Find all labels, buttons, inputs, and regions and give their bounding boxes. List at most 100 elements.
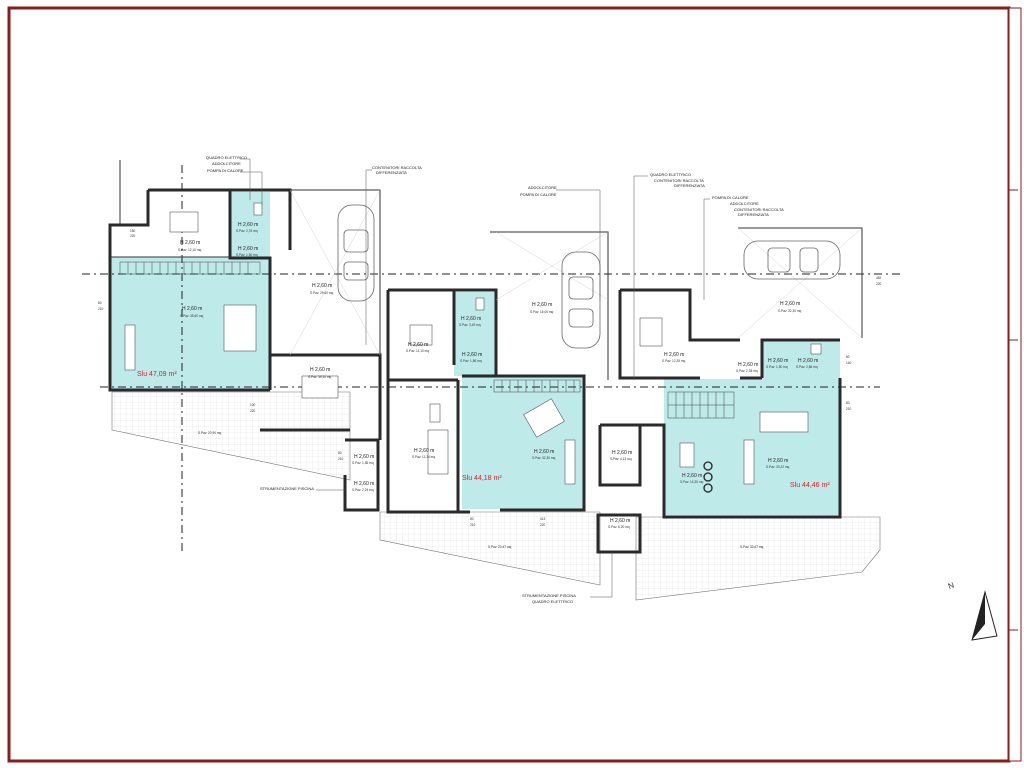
dim: 413: [540, 517, 546, 521]
dim: 180: [130, 229, 136, 233]
note-quadro-elettrico-2: QUADRO ELETTRICO: [650, 172, 691, 177]
exterior-paving-left: [111, 391, 351, 481]
note-contenitori-4: DIFFERENZIATA: [674, 183, 705, 188]
dim: 220: [876, 282, 882, 286]
note-contenitori-2: DIFFERENZIATA: [376, 170, 407, 175]
room-height: H 2,60 m: [312, 283, 332, 289]
room-area: S.Pav. 32,30 mq: [532, 456, 556, 460]
exterior-area-left: S.Pav. 20,90 mq: [198, 431, 222, 435]
walls-unit2: [386, 231, 642, 554]
room-height: H 2,60 m: [354, 481, 374, 487]
dim: 210: [470, 523, 476, 527]
exterior-area-middle: S.Pav. 23,47 mq: [488, 545, 512, 549]
room-height: H 2,60 m: [798, 358, 818, 364]
room-area: S.Pav. 2,86 mq: [796, 365, 818, 369]
furniture: [124, 202, 822, 493]
note-pompa-di-calore-3: POMPA DI CALORE: [712, 195, 749, 200]
table-icon: [427, 429, 449, 475]
room-height: H 2,60 m: [612, 450, 632, 456]
room-height: H 2,60 m: [534, 449, 554, 455]
note-pompa-di-calore: POMPA DI CALORE: [207, 168, 244, 173]
room-height: H 2,60 m: [738, 362, 758, 368]
dim: 80: [338, 451, 342, 455]
room-area: S.Pav. 32,30 mq: [778, 309, 802, 313]
room-area: S.Pav. 29,60 mq: [310, 291, 334, 295]
garage-areas: [289, 189, 863, 356]
room-height: H 2,60 m: [610, 518, 630, 524]
table-icon: [759, 411, 809, 433]
exterior-area-right: S.Pav. 33,67 mq: [740, 545, 764, 549]
dim: 220: [540, 523, 546, 527]
slu-unit1: Slu 47,09 m²: [137, 371, 177, 378]
table-icon: [301, 375, 339, 399]
note-contenitori-3: CONTENITORI RACCOLTA: [654, 178, 704, 183]
dim: 210: [98, 307, 104, 311]
dim: 80: [846, 401, 850, 405]
walls-unit1: [108, 160, 382, 512]
wc-icon: [810, 343, 822, 355]
room-area: S.Pav. 1,85 mq: [352, 461, 374, 465]
room-area: S.Pav. 39,10 mq: [308, 375, 332, 379]
table-icon: [409, 324, 433, 346]
room-height: H 2,60 m: [768, 458, 788, 464]
room-height: H 2,60 m: [462, 352, 482, 358]
room-area: S.Pav. 11,34 mq: [412, 455, 435, 459]
highlight-unit2-living: [462, 376, 584, 509]
room-area: S.Pav. 12,35 mq: [662, 359, 686, 363]
room-area: S.Pav. 3,49 mq: [459, 323, 481, 327]
note-strumentazione-piscina-2: STRUMENTAZIONE PISCINA: [522, 593, 576, 598]
room-height: H 2,60 m: [238, 246, 258, 252]
highlight-unit2-bath: [454, 292, 496, 376]
sofa-icon: [124, 324, 136, 371]
cooktop-icon: [703, 461, 713, 493]
highlight-unit1-bath: [230, 192, 270, 258]
cooktop-icon: [679, 442, 695, 468]
car-icon: [561, 251, 601, 349]
sofa-icon: [743, 439, 755, 485]
sofa-icon: [564, 439, 576, 485]
note-addolcitore-2: ADDOLCITORE: [528, 185, 557, 190]
room-height: H 2,60 m: [532, 302, 552, 308]
note-quadro-elettrico-3: QUADRO ELETTRICO: [532, 599, 573, 604]
car-icon: [743, 240, 841, 280]
room-height: H 2,60 m: [310, 367, 330, 373]
room-area: S.Pav. 33,22 mq: [766, 465, 790, 469]
north-arrow-icon: N: [947, 581, 998, 641]
wc-icon: [475, 297, 485, 311]
highlight-unit3-bath: [762, 340, 840, 380]
walls-unit3: [618, 227, 863, 519]
room-area: S.Pav. 6,20 mq: [608, 525, 630, 529]
annotations: QUADRO ELETTRICO ADDOLCITORE POMPA DI CA…: [206, 155, 784, 604]
room-height: H 2,60 m: [354, 454, 374, 460]
room-labels: H 2,60 m S.Pav. 12,10 mq H 2,60 m S.Pav.…: [178, 222, 818, 549]
note-addolcitore-3: ADDOLCITORE: [730, 201, 759, 206]
room-height: H 2,60 m: [414, 448, 434, 454]
cooktop-icon: [429, 403, 441, 423]
stair-icon: [119, 261, 261, 275]
room-area: S.Pav. 11,10 mq: [406, 349, 429, 353]
table-icon: [523, 398, 565, 438]
wc-icon: [253, 202, 263, 216]
exterior-paving-right: [635, 516, 881, 601]
dim: 80: [98, 301, 102, 305]
slu-unit2: Slu 44,18 m²: [462, 475, 502, 482]
dim: 210: [846, 407, 852, 411]
note-contenitori-6: DIFFERENZIATA: [738, 212, 769, 217]
note-contenitori-1: CONTENITORI RACCOLTA: [372, 165, 422, 170]
room-area: S.Pav. 2,35 mq: [736, 369, 758, 373]
room-area: S.Pav. 16,00 mq: [530, 310, 554, 314]
room-height: H 2,60 m: [461, 316, 481, 322]
room-height: H 2,60 m: [238, 222, 258, 228]
room-area: S.Pav. 1,86 mq: [460, 359, 482, 363]
dimension-labels: 180 220 80 210 100 220 80 210 482 220 80…: [98, 229, 882, 527]
car-icon: [337, 204, 375, 302]
note-quadro-elettrico: QUADRO ELETTRICO: [206, 155, 247, 160]
dim: 80: [846, 355, 850, 359]
room-area: S.Pav. 2,24 mq: [352, 488, 374, 492]
note-strumentazione-piscina: STRUMENTAZIONE PISCINA: [260, 486, 314, 491]
north-label: N: [947, 581, 956, 592]
dim: 80: [470, 517, 474, 521]
stair-icon: [493, 379, 581, 393]
room-area: S.Pav. 2,76 mq: [236, 229, 258, 233]
